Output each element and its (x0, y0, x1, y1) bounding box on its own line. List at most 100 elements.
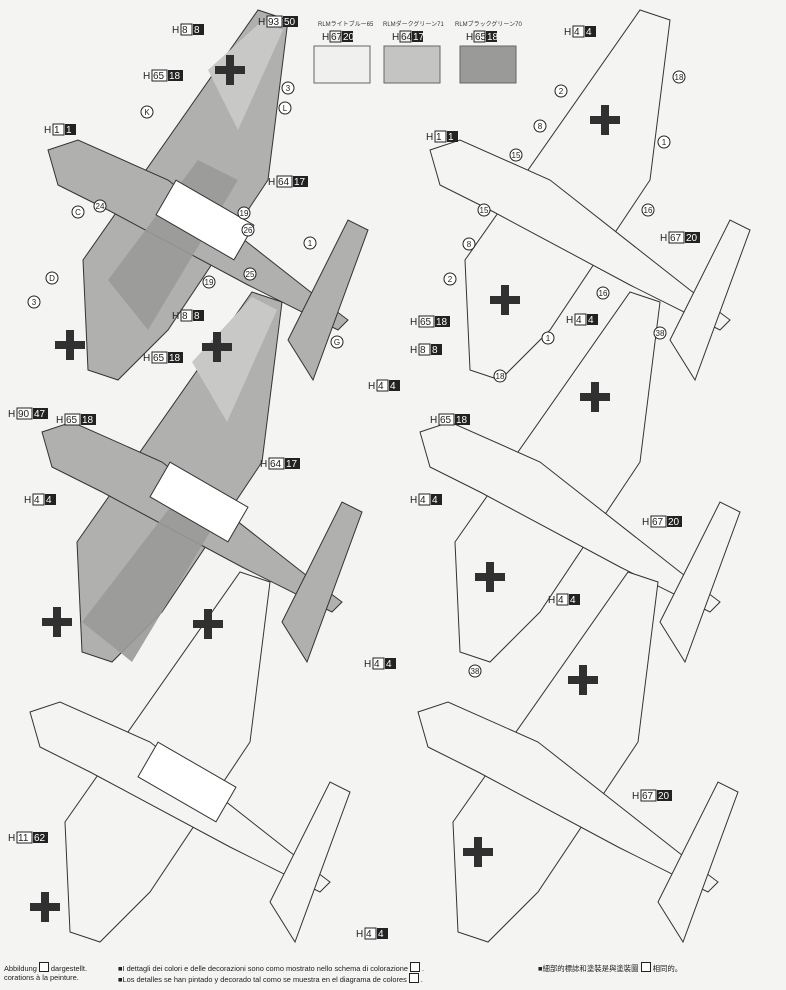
code-number: 8 (194, 311, 200, 322)
code-box-filled (569, 594, 580, 605)
code-prefix: H (642, 517, 649, 528)
code-number: 67 (670, 233, 682, 244)
callout-circle (468, 664, 482, 678)
callout-circle (554, 84, 568, 98)
callout-marker: 2 (554, 84, 568, 98)
legend-code-b: 18 (487, 32, 499, 43)
code-prefix: H (172, 311, 179, 322)
code-box (32, 493, 45, 506)
callout-circle (596, 286, 610, 300)
code-box-filled (65, 124, 76, 135)
callout-marker: 26 (241, 223, 255, 237)
callout-marker: 1 (657, 135, 671, 149)
legend-item-dark-green: RLMダークグリーン71 H 64 17 (383, 20, 444, 84)
callout-circle (140, 105, 154, 119)
code-box (180, 23, 193, 36)
callout-marker: 19 (202, 275, 216, 289)
code-box-filled (377, 928, 388, 939)
footer-zh-text: 相同的。 (652, 964, 683, 973)
callout-marker: 18 (672, 70, 686, 84)
aircraft-upper-surface-3 (29, 571, 351, 943)
callout-label: 1 (308, 239, 313, 248)
callout-label: 2 (448, 275, 453, 284)
legend-label: RLMダークグリーン71 (383, 20, 444, 28)
callout-circle (202, 275, 216, 289)
code-box-filled (283, 16, 298, 27)
callout-circle (237, 206, 251, 220)
callout-label: 3 (286, 84, 291, 93)
code-box (668, 231, 685, 244)
code-box (418, 315, 435, 328)
callout-marker: 16 (641, 203, 655, 217)
code-number: 4 (570, 595, 576, 606)
callout-circle (541, 331, 555, 345)
code-number: 8 (182, 25, 188, 36)
code-box-filled (455, 414, 470, 425)
legend-label: RLMブラックグリーン70 (455, 20, 522, 28)
callout-marker: 16 (596, 286, 610, 300)
code-prefix: H (24, 495, 31, 506)
callout-label: L (283, 104, 288, 113)
code-number: 65 (153, 71, 165, 82)
callout-label: 16 (599, 289, 608, 298)
code-number: 64 (270, 459, 282, 470)
callout-label: C (75, 208, 81, 217)
callout-circle (27, 295, 41, 309)
callout-marker: 8 (533, 119, 547, 133)
callout-label: 16 (644, 206, 653, 215)
code-prefix: H (268, 177, 275, 188)
callout-circle (653, 326, 667, 340)
code-number: 20 (686, 233, 698, 244)
callout-marker: C (71, 205, 85, 219)
code-number: 20 (658, 791, 670, 802)
code-box-filled (193, 310, 204, 321)
code-number: 4 (574, 27, 580, 38)
callout-marker: 1 (303, 236, 317, 250)
code-prefix: H (143, 71, 150, 82)
code-box (180, 309, 193, 322)
code-box-filled (33, 832, 48, 843)
code-prefix: H (548, 595, 555, 606)
callout-marker: 8 (462, 237, 476, 251)
code-number: 1 (448, 132, 454, 143)
balkenkreuz-insignia (42, 607, 72, 637)
code-number: 4 (558, 595, 564, 606)
callout-label: D (49, 274, 55, 283)
code-number: 90 (18, 409, 30, 420)
code-number: 47 (34, 409, 46, 420)
code-box-filled (431, 344, 442, 355)
code-box (268, 457, 285, 470)
callout-label: 19 (205, 278, 214, 287)
code-number: 67 (652, 517, 664, 528)
callout-marker: G (330, 335, 344, 349)
legend-code-prefix: H (466, 32, 473, 43)
code-box-filled (587, 314, 598, 325)
code-number: 65 (66, 415, 78, 426)
callout-circle (443, 272, 457, 286)
code-prefix: H (356, 929, 363, 940)
code-box (556, 593, 569, 606)
code-box (640, 789, 657, 802)
callout-circle (533, 119, 547, 133)
code-prefix: H (8, 833, 15, 844)
code-box (574, 313, 587, 326)
callout-circle (493, 369, 507, 383)
color-scheme-symbol (410, 962, 420, 972)
code-prefix: H (564, 27, 571, 38)
code-prefix: H (426, 132, 433, 143)
code-box (329, 30, 342, 43)
code-box-filled (435, 316, 450, 327)
code-box (151, 69, 168, 82)
code-number: 62 (34, 833, 46, 844)
